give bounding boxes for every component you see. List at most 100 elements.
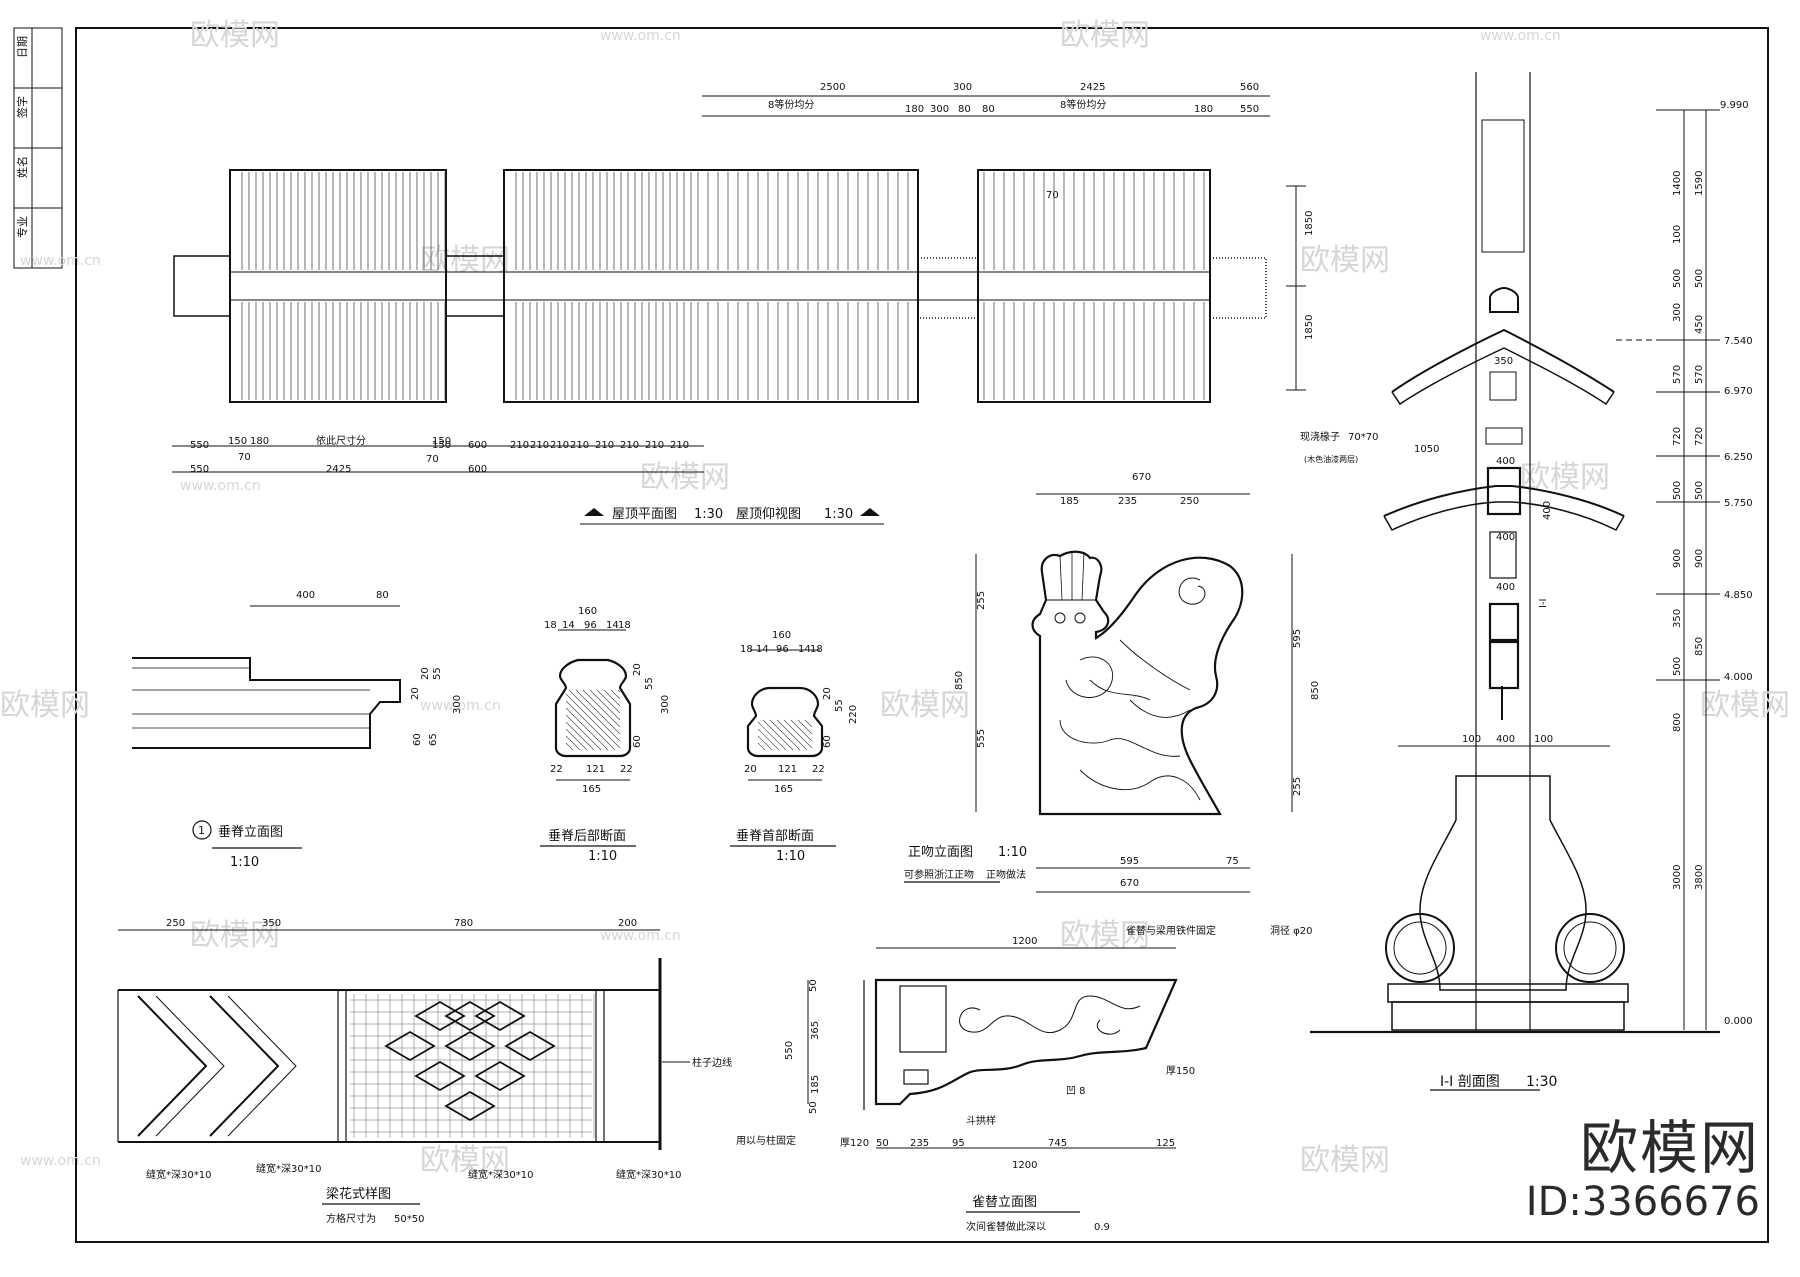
bottom-dim: 20 [744, 764, 757, 775]
level: 6.250 [1724, 452, 1753, 463]
note-hole: 洞径 φ20 [1270, 924, 1313, 937]
watermark-text: 欧模网 [190, 918, 280, 953]
dim-80-left: 80 [958, 104, 971, 115]
roof-plan [173, 169, 1306, 403]
brand-id: ID:3366676 [1525, 1179, 1760, 1225]
ridge-beast-text: 670 185 235 250 255 850 555 595 850 255 … [904, 472, 1321, 889]
watermark-text: 欧模网 [1300, 243, 1390, 278]
rdim: 500 [1672, 657, 1683, 676]
mid-label: I-I [1538, 598, 1549, 608]
hatch-line [617, 689, 621, 693]
note-recess: 凹 8 [1066, 1086, 1086, 1097]
rdim: 570 [1694, 365, 1705, 384]
dim-400: 400 [296, 590, 315, 601]
watermark-url: www.om.cn [600, 28, 681, 44]
vdim: 55 [432, 667, 443, 680]
ridge-beast-note: 正吻做法 [986, 868, 1026, 881]
groove-note: 缝宽*深30*10 [256, 1162, 321, 1175]
note: (木色油漆两层) [1304, 454, 1358, 464]
note-column-fix: 用以与柱固定 [736, 1134, 796, 1147]
ridge-elevation-scale: 1:10 [230, 855, 259, 870]
bracket-sub: 次间雀替做此深以 [966, 1220, 1046, 1233]
hatch-line [565, 714, 602, 751]
top-sub-dim: 185 [1060, 496, 1079, 507]
knot-diamond [444, 1090, 496, 1122]
note-iron-fix: 雀替与梁用铁件固定 [1126, 924, 1216, 937]
watermark-url: www.om.cn [20, 1153, 101, 1169]
hatch-line [565, 693, 621, 749]
title-block-sign: 签字 [15, 96, 29, 118]
lattice-text: 250 350 780 200 缝宽*深30*10 缝宽*深30*10 缝宽*深… [146, 918, 732, 1225]
sub-dim: 96 [776, 644, 789, 655]
dim-180-right: 180 [1194, 104, 1213, 115]
hatch-line [610, 689, 621, 700]
hatch-line [783, 719, 813, 749]
rdim: 500 [1672, 481, 1683, 500]
groove-note: 缝宽*深30*10 [616, 1168, 681, 1181]
section-hatch [565, 689, 621, 751]
level: 0.000 [1724, 1016, 1753, 1027]
roof-underside-scale: 1:30 [824, 507, 853, 522]
knot-diamond [384, 1030, 436, 1062]
bottom-dim: 121 [586, 764, 605, 775]
sub-dim: 14 [606, 620, 619, 631]
ridge-front-section [730, 649, 836, 847]
right-dim: 850 [1310, 681, 1321, 700]
hatch-line [757, 735, 773, 751]
rafter-dim: 210 [510, 440, 529, 451]
watermark-text: 欧模网 [1700, 688, 1790, 723]
rdim: 570 [1672, 365, 1683, 384]
level: 7.540 [1724, 336, 1753, 347]
watermark-text: 欧模网 [880, 688, 970, 723]
hatch-line [582, 689, 621, 728]
left-dim: 365 [810, 1021, 821, 1040]
knot-diamond [474, 1060, 526, 1092]
dim-600-a: 600 [468, 440, 487, 451]
bottom-dim: 125 [1156, 1138, 1175, 1149]
rdim: 450 [1694, 315, 1705, 334]
rafter-dim: 210 [620, 440, 639, 451]
level: 4.000 [1724, 672, 1753, 683]
rdim: 1400 [1672, 171, 1683, 196]
dim-560: 560 [1240, 82, 1259, 93]
bottom-dim: 100 [1534, 734, 1553, 745]
roof-plan-title: 屋顶平面图 [612, 507, 677, 522]
bottom-total: 1200 [1012, 1160, 1037, 1171]
bracket-sub-val: 0.9 [1094, 1222, 1110, 1233]
dim-180-a: 180 [250, 436, 269, 447]
rafter-dim: 210 [670, 440, 689, 451]
vdim: 55 [834, 699, 845, 712]
dim-2425-bottom: 2425 [326, 464, 351, 475]
watermark-text: 欧模网 [420, 1143, 510, 1178]
roof-underside-title: 屋顶仰视图 [736, 507, 801, 522]
bracket-title: 雀替立面图 [972, 1195, 1037, 1210]
section-scale: 1:30 [1526, 1074, 1557, 1090]
note-thick120: 厚120 [840, 1137, 869, 1149]
ridge-rear-section-text: 160 18 14 96 14 18 22 121 22 165 20 55 3… [544, 606, 671, 864]
left-dim: 850 [954, 671, 965, 690]
dim-150-a: 150 [228, 436, 247, 447]
dim-600-b: 600 [468, 464, 487, 475]
dim: 780 [454, 918, 473, 929]
brand-block: 欧模网 ID:3366676 [1526, 1117, 1760, 1225]
vdim: 60 [412, 733, 423, 746]
dim: 200 [618, 918, 637, 929]
ridge-front-scale: 1:10 [776, 849, 805, 864]
knot-diamond [474, 1000, 526, 1032]
dim-70: 70 [1046, 190, 1059, 201]
vdim: 300 [452, 695, 463, 714]
dim-150-c: 150 [432, 436, 451, 447]
bottom-dim: 75 [1226, 856, 1239, 867]
rdim: 900 [1672, 549, 1683, 568]
hatch-line [762, 719, 794, 751]
level: 5.750 [1724, 498, 1753, 509]
knot-diamond [414, 1000, 466, 1032]
column-section-text: 9.990 7.540 6.970 6.250 5.750 4.850 4.00… [1300, 100, 1753, 1090]
lattice-sub: 方格尺寸为 [326, 1212, 376, 1225]
groove-note: 缝宽*深30*10 [146, 1168, 211, 1181]
hatch-line [769, 719, 801, 751]
vdim: 20 [822, 687, 833, 700]
lattice-pattern [117, 929, 662, 1150]
note: 70*70 [1348, 432, 1378, 443]
bottom-total: 670 [1120, 878, 1139, 889]
